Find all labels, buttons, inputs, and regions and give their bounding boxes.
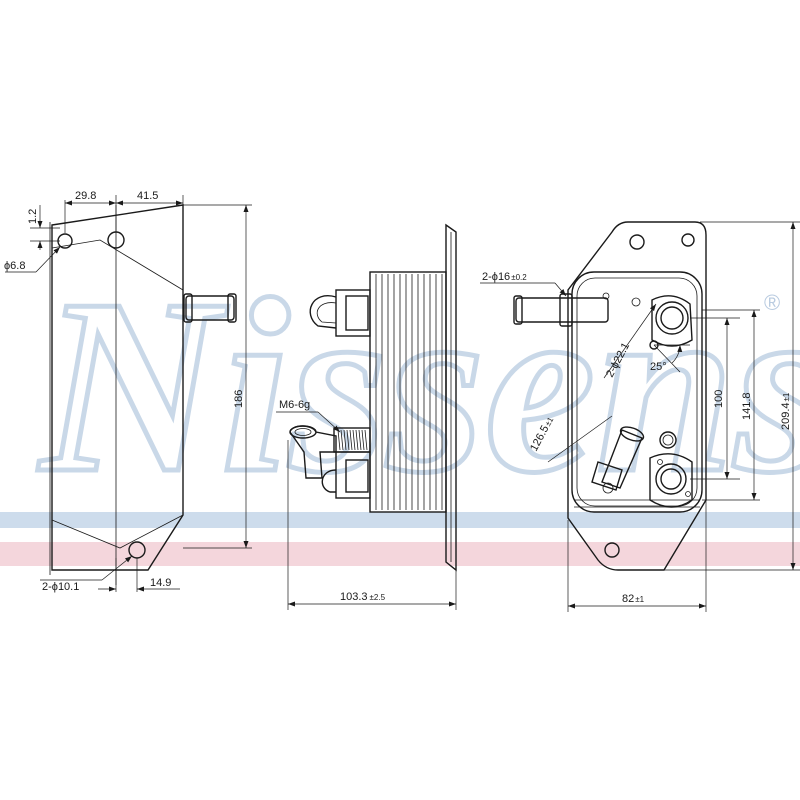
side-view-angled-pipe <box>289 425 337 479</box>
front-top-mount-hole-right <box>681 233 695 247</box>
side-view-fins <box>375 274 443 510</box>
dim-186: 186 <box>233 390 245 408</box>
dim-bottom-hole: 2-ϕ10.1 <box>42 581 79 593</box>
thread-line <box>343 429 347 451</box>
dim-angle: 25° <box>650 361 667 373</box>
front-top-mount-hole-left <box>629 234 645 250</box>
side-view-upper-fitting <box>309 289 371 337</box>
thread-line <box>358 429 362 451</box>
dim-82: 82±1 <box>622 593 645 605</box>
thread-line <box>355 429 359 451</box>
thread-line <box>364 429 368 451</box>
side-view-threaded-boss <box>333 427 371 453</box>
left-view: 29.8 41.5 1.2 ϕ6.8 186 14.9 2-ϕ10.1 <box>4 190 252 593</box>
watermark-blue-band <box>0 512 800 528</box>
thread-line <box>349 429 353 451</box>
dim-pipe-diameter: 2-ϕ16±0.2 <box>482 271 527 283</box>
front-upper-pipe <box>513 293 609 327</box>
side-view: M6-6g 103.3±2.5 <box>276 223 457 610</box>
front-view-outline <box>567 221 707 571</box>
thread-line <box>346 429 350 451</box>
dim-thread-m6: M6-6g <box>279 399 310 411</box>
dim-1-2: 1.2 <box>27 209 39 224</box>
left-view-pipe <box>183 293 237 323</box>
thread-line <box>361 429 365 451</box>
front-view-core <box>571 271 703 513</box>
dim-diameter-6-8: ϕ6.8 <box>4 260 25 272</box>
dim-14-9: 14.9 <box>150 577 171 589</box>
left-view-outline <box>51 204 184 571</box>
left-view-flange-line-bottom <box>51 514 184 549</box>
side-view-plate-stack <box>369 271 447 513</box>
dim-209-4: 209.4±1 <box>780 392 792 430</box>
front-lower-pipe <box>591 426 645 494</box>
dim-29-8: 29.8 <box>75 190 96 202</box>
watermark-registered-mark: ® <box>764 290 780 315</box>
left-view-flange-line-top <box>51 239 184 291</box>
thread-line <box>340 429 344 451</box>
thread-line <box>352 429 356 451</box>
front-upper-port <box>602 292 693 350</box>
front-lower-port <box>649 431 693 508</box>
dim-141-8: 141.8 <box>741 392 753 420</box>
front-bottom-mount-hole <box>604 542 620 558</box>
watermark-logo: Nissens <box>37 248 800 525</box>
dim-103-3: 103.3±2.5 <box>340 591 386 603</box>
dim-100: 100 <box>713 390 725 408</box>
watermark-red-band <box>0 542 800 566</box>
thread-line <box>337 429 341 451</box>
dim-41-5: 41.5 <box>137 190 158 202</box>
